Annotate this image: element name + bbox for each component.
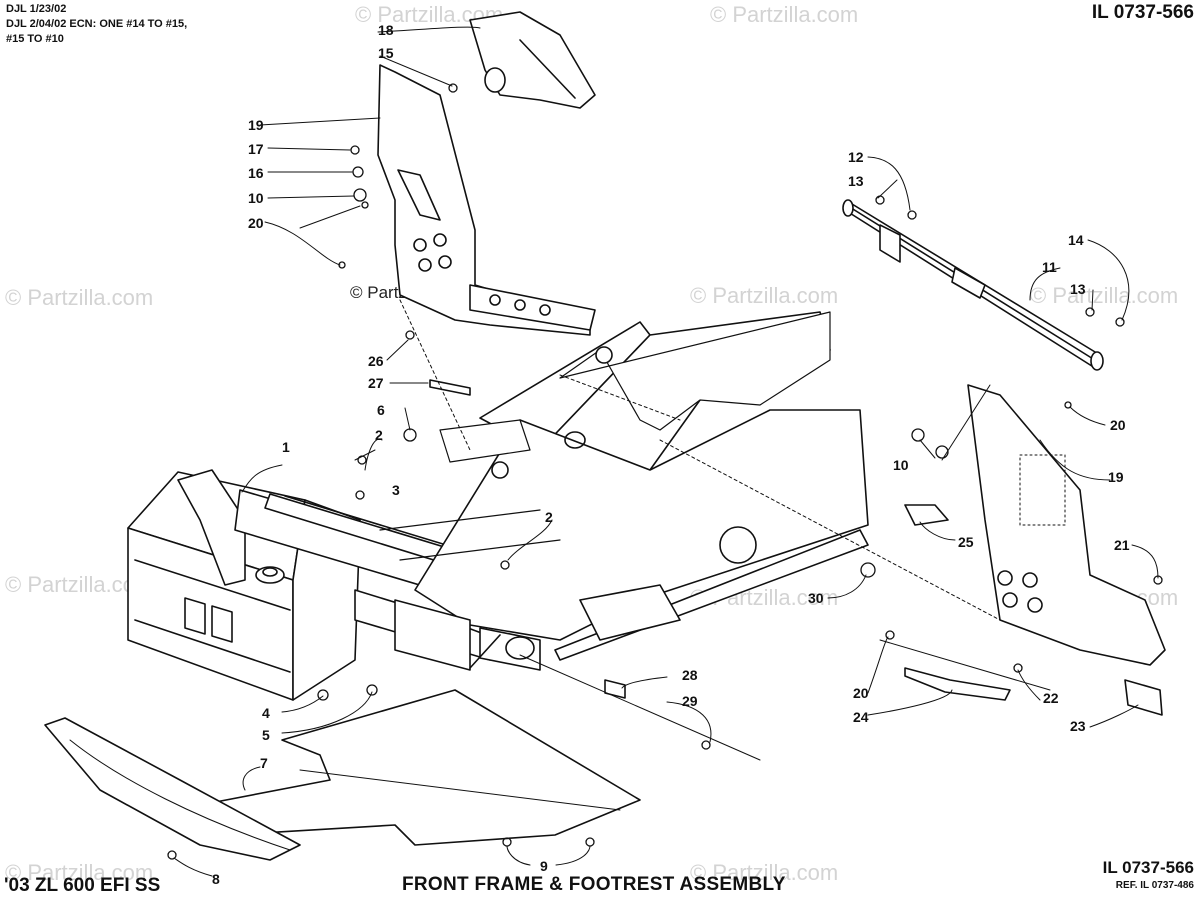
callout-7: 7 — [260, 755, 268, 771]
right-footrest-panel — [967, 384, 1166, 666]
revision-notes: DJL 1/23/02 DJL 2/04/02 ECN: ONE #14 TO … — [6, 2, 187, 47]
callout-15: 15 — [378, 45, 394, 61]
callout-9: 9 — [540, 858, 548, 874]
callout-6: 6 — [377, 402, 385, 418]
fasteners — [167, 83, 1163, 860]
callout-23: 23 — [1070, 718, 1086, 734]
callout-1: 1 — [282, 439, 290, 455]
callout-16: 16 — [248, 165, 264, 181]
callout-3: 3 — [392, 482, 400, 498]
callout-10: 10 — [893, 457, 909, 473]
revision-note: #15 TO #10 — [6, 33, 64, 45]
left-footrest-panel — [377, 64, 596, 336]
callout-13: 13 — [1070, 281, 1086, 297]
callout-4: 4 — [262, 705, 270, 721]
callout-10: 10 — [248, 190, 264, 206]
callout-11: 11 — [1042, 259, 1057, 275]
watermark: © Partzilla.com — [690, 860, 839, 885]
callout-21: 21 — [1114, 537, 1130, 553]
callout-26: 26 — [368, 353, 384, 369]
watermark: © Partzilla.com — [5, 285, 154, 310]
callout-12: 12 — [848, 149, 864, 165]
callout-17: 17 — [248, 141, 264, 157]
leader-lines — [173, 26, 1159, 877]
diagram-title: FRONT FRAME & FOOTREST ASSEMBLY — [402, 874, 786, 895]
callout-8: 8 — [212, 871, 220, 887]
callout-28: 28 — [682, 667, 698, 683]
callout-30: 30 — [808, 590, 824, 606]
callout-20: 20 — [248, 215, 264, 231]
watermark: © Partzilla.com — [1030, 283, 1179, 308]
watermark: © Partzilla.com — [5, 860, 154, 885]
callout-27: 27 — [368, 375, 384, 391]
tunnel-frame — [379, 311, 869, 671]
callout-19: 19 — [248, 117, 264, 133]
callout-5: 5 — [262, 727, 270, 743]
callout-22: 22 — [1043, 690, 1059, 706]
callout-20: 20 — [853, 685, 869, 701]
watermark: © Partzilla.com — [710, 2, 859, 27]
revision-note: DJL 1/23/02 — [6, 3, 67, 15]
illustration-number: IL 0737-566 — [1091, 2, 1194, 23]
callout-29: 29 — [682, 693, 698, 709]
reference-number: REF. IL 0737-486 — [1115, 880, 1194, 891]
callout-14: 14 — [1068, 232, 1084, 248]
callout-13: 13 — [848, 173, 864, 189]
callout-25: 25 — [958, 534, 974, 550]
watermark: © Partzilla.com — [690, 283, 839, 308]
cowl-bracket — [469, 11, 596, 109]
callout-24: 24 — [853, 709, 869, 725]
callout-20: 20 — [1110, 417, 1126, 433]
small-brackets — [429, 379, 1163, 716]
bottom-skid-plate — [44, 689, 641, 861]
illustration-number-footer: IL 0737-566 — [1102, 858, 1194, 877]
callout-2: 2 — [375, 427, 383, 443]
callout-19: 19 — [1108, 469, 1124, 485]
callout-18: 18 — [378, 22, 394, 38]
model-name: '03 ZL 600 EFI SS — [4, 875, 161, 896]
front-bumper-frame — [127, 469, 536, 701]
callout-2: 2 — [545, 509, 553, 525]
callout-labels: 1 2 2 3 4 5 6 7 8 9 10 10 11 12 13 13 14… — [212, 22, 1130, 887]
revision-note: DJL 2/04/02 ECN: ONE #14 TO #15, — [6, 18, 188, 30]
steering-post — [842, 199, 1104, 371]
